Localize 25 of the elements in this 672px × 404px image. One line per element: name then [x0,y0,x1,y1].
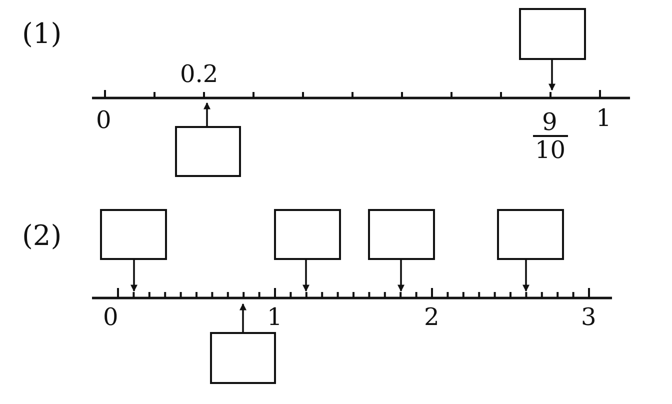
tick-label: 0.2 [180,62,218,86]
tick-label: 0 [96,108,112,132]
answer-box [519,8,586,60]
leader-arrow [130,260,138,292]
denominator: 10 [535,138,566,162]
leader-arrow [302,260,310,292]
leader-arrow [522,260,530,292]
answer-box [368,209,435,260]
part-number: (2) [22,222,62,250]
answer-box [100,209,167,260]
leader-arrow [204,102,210,126]
tick-label: 0 [103,305,118,329]
tick-label: 1 [267,305,282,329]
tick-label: 3 [581,305,596,329]
leader-arrow [240,303,246,332]
answer-box [274,209,341,260]
tick-label: 2 [424,305,440,329]
tick-label: 1 [596,106,612,130]
leader-arrow [548,60,556,91]
answer-box [210,332,276,384]
leader-arrow [398,260,404,292]
numerator: 9 [542,110,558,134]
answer-box [175,126,241,177]
part-number: (1) [22,20,62,48]
answer-box [497,209,564,260]
